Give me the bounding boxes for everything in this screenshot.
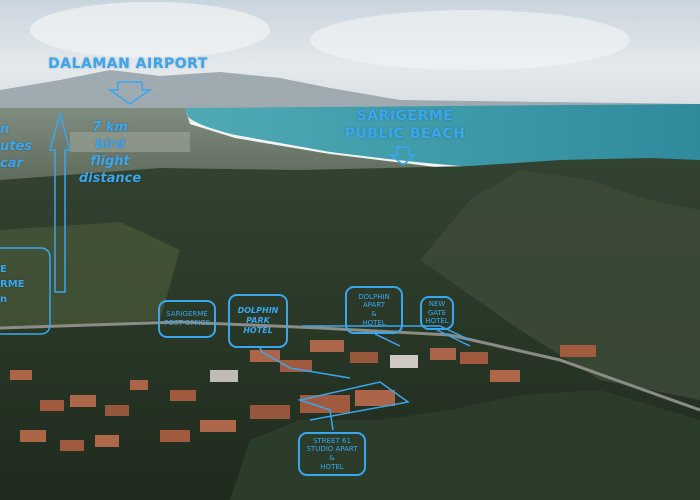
dolphin-park-line3: HOTEL	[243, 326, 273, 335]
post-office-label: SARIGERME POST OFFICE	[164, 310, 210, 327]
street-61-line4: HOTEL	[320, 462, 344, 471]
post-office-box: SARIGERME POST OFFICE	[158, 300, 216, 338]
left-box-line3: n	[0, 294, 8, 305]
foreground-trees	[230, 390, 700, 500]
distance-line1: 7 km	[92, 120, 128, 135]
dolphin-park-box: DOLPHIN PARK HOTEL	[228, 294, 288, 348]
dolphin-park-line2: PARK	[246, 316, 270, 325]
left-cut-label: n utes car	[0, 122, 33, 173]
sea	[185, 104, 700, 168]
dolphin-park-line1: DOLPHIN	[237, 306, 279, 315]
left-box-line1: E	[0, 264, 7, 275]
airport-area	[70, 132, 190, 152]
dolphin-apart-line3: &	[371, 310, 377, 318]
distance-line4: distance	[78, 170, 142, 186]
rocky-hill	[420, 170, 700, 400]
left-cut-line1: n	[0, 122, 10, 137]
new-gate-line1: NEW	[428, 299, 446, 308]
beach-label-line2: PUBLIC BEACH	[344, 126, 466, 143]
street-61-box: STREET 61 STUDIO APART & HOTEL	[298, 432, 366, 476]
beach-label-line1: SARIGERME	[356, 108, 454, 124]
street-61-line1: STREET 61	[313, 436, 351, 445]
street-61-line2: STUDIO APART	[306, 445, 358, 454]
distance-line2: bird	[95, 136, 125, 152]
distance-label: 7 km bird flight distance	[72, 120, 148, 188]
beach-label: SARIGERME PUBLIC BEACH	[340, 107, 470, 143]
road	[0, 320, 700, 412]
distance-line3: flight	[90, 153, 130, 169]
shoreline	[180, 111, 471, 170]
distant-mountains	[0, 70, 700, 112]
left-cut-line3: car	[0, 155, 23, 171]
dolphin-apart-line2: APART	[363, 301, 385, 310]
new-gate-line2: GATE	[427, 308, 447, 317]
left-box-label: E RME n	[0, 262, 42, 307]
dolphin-apart-box: DOLPHIN APART & HOTEL	[345, 286, 403, 334]
left-cut-line2: utes	[0, 138, 33, 154]
airport-label: DALAMAN AIRPORT	[48, 56, 208, 72]
new-gate-line3: HOTEL	[425, 317, 449, 326]
dolphin-apart-line1: DOLPHIN	[358, 292, 390, 301]
left-box-line2: RME	[0, 279, 25, 290]
dolphin-apart-line4: HOTEL	[362, 318, 386, 327]
new-gate-box: NEW GATE HOTEL	[420, 296, 454, 330]
street-61-line3: &	[329, 454, 335, 462]
village	[10, 340, 596, 451]
